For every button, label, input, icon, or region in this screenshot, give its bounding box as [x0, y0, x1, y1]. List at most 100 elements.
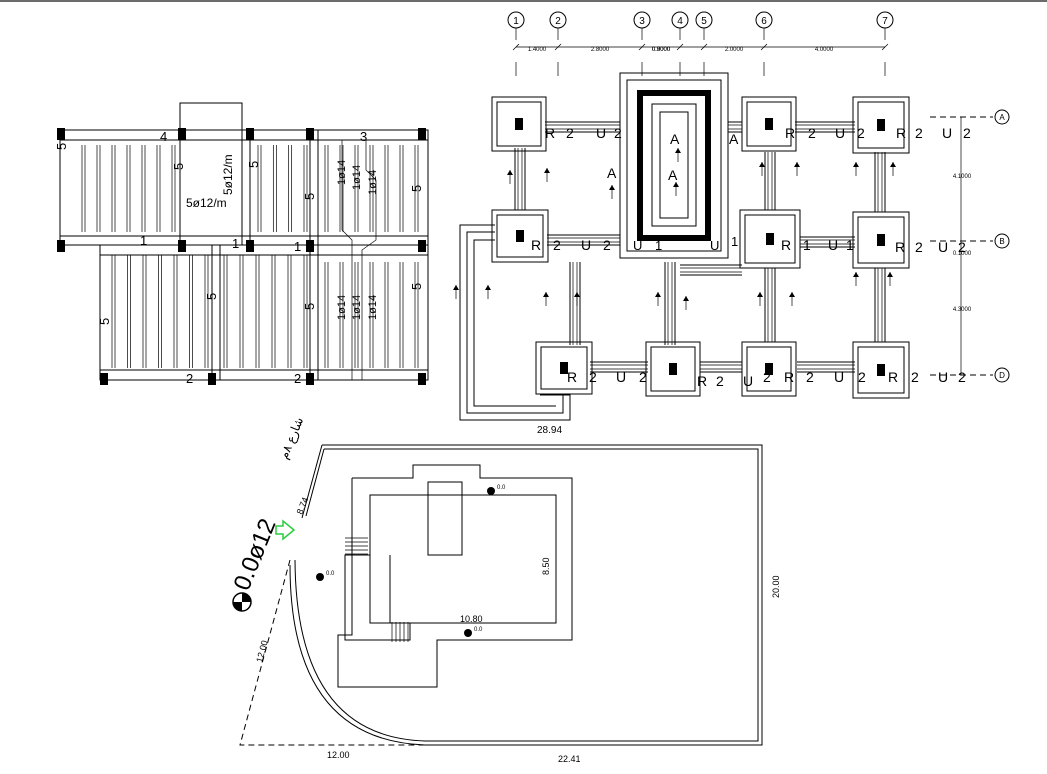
- slab-label-1-mid: 1: [232, 236, 239, 251]
- elevation-label: 0.0ø12: [229, 515, 282, 594]
- arrow-head-icon: [890, 162, 896, 167]
- dim-top-label: 0.9000: [652, 47, 671, 53]
- footing-label: 2: [915, 239, 923, 255]
- footing: [491, 96, 547, 152]
- footing: [852, 341, 910, 399]
- dim-left-diag: 12.00: [254, 639, 269, 663]
- footing-label: U: [835, 125, 845, 141]
- footing-label: 1: [655, 238, 662, 253]
- footing: [491, 209, 549, 263]
- slab-label-5-far-right: 5: [409, 283, 424, 290]
- footing-label: R: [888, 369, 898, 385]
- level-marker-2: 0.0: [316, 571, 335, 581]
- slab-label-2-left: 2: [186, 371, 193, 386]
- footing-inner: [746, 101, 792, 147]
- bar-label-vertical: 5ø12/m: [221, 154, 235, 195]
- column-stub: [766, 233, 774, 245]
- footing-label: U: [743, 373, 753, 389]
- footing-inner: [496, 101, 542, 147]
- footing-label: R: [784, 369, 794, 385]
- dim-top-label: 2.0000: [725, 47, 744, 53]
- arrow-head-icon: [683, 296, 689, 301]
- arrow-head-icon: [543, 292, 549, 297]
- dim-house-width: 10.80: [460, 614, 483, 624]
- bar-label-horizontal: 5ø12/m: [186, 196, 227, 210]
- arrow-head-icon: [853, 272, 859, 277]
- footing-inner: [857, 346, 905, 394]
- footing-label: 1: [803, 237, 811, 253]
- arrow-head-icon: [759, 162, 765, 167]
- footing-label: A: [668, 167, 678, 183]
- rebar-label-c: 1ø14: [367, 170, 379, 195]
- footing-inner: [540, 346, 588, 390]
- dim-right-label: 4.3000: [953, 307, 972, 313]
- column-stub: [669, 363, 677, 375]
- footing-inner: [746, 346, 792, 392]
- column-stub: [515, 118, 523, 130]
- bottom-dim-label: 28.94: [537, 425, 562, 436]
- dim-right-label: 4.1000: [953, 174, 972, 180]
- svg-text:0.0: 0.0: [497, 485, 506, 491]
- footing-label: R: [785, 125, 795, 141]
- footing: [645, 341, 701, 397]
- dim-house-depth: 8.50: [541, 557, 551, 575]
- entrance-arrow-icon: [275, 519, 296, 541]
- dim-top-label: 1.4000: [528, 47, 547, 53]
- slab-label-1-left: 1: [140, 233, 147, 248]
- slab-label-5-lower-left: 5: [97, 318, 112, 325]
- grid-row-label: B: [999, 237, 1004, 246]
- footing: [739, 209, 801, 269]
- grid-row-label: A: [999, 113, 1005, 122]
- dim-top-label: 0.8000: [652, 47, 671, 53]
- footing-label: 2: [806, 369, 814, 385]
- footing-inner: [650, 346, 696, 392]
- footing-label: 2: [858, 369, 866, 385]
- dim-top-label: 4.0000: [815, 47, 834, 53]
- footing-inner: [857, 216, 905, 264]
- footing-label: U: [938, 369, 948, 385]
- dim-right: 20.00: [771, 575, 781, 598]
- rebar-label-e: 1ø14: [351, 295, 363, 320]
- footing-label: 2: [614, 125, 622, 141]
- column-stub: [877, 119, 885, 131]
- footing-label: U: [581, 237, 591, 253]
- grid-bubble-row: [994, 367, 1010, 383]
- footing-label: 2: [911, 369, 919, 385]
- rebar-label-b: 1ø14: [351, 165, 363, 190]
- footing-label: 1: [731, 234, 738, 249]
- footing-label: 1: [846, 237, 854, 253]
- footing-label: R: [697, 373, 707, 389]
- arrow-head-icon: [507, 170, 513, 175]
- footing: [535, 341, 593, 395]
- grid-col-label: 6: [761, 16, 767, 27]
- grid-col-label: 1: [513, 16, 519, 27]
- column-stub: [765, 363, 773, 375]
- dim-bottom-left: 12.00: [327, 750, 350, 760]
- footing-label: R: [545, 125, 555, 141]
- svg-text:0.0: 0.0: [326, 571, 335, 577]
- elevation-marker-icon: [232, 592, 252, 612]
- level-marker-1: 0.0: [487, 485, 506, 495]
- footing-label: U: [710, 238, 719, 253]
- arrow-head-icon: [757, 292, 763, 297]
- footing-label: 2: [808, 125, 816, 141]
- slab-label-5-right-top: 5: [409, 185, 424, 192]
- grid-bubble-row: [994, 109, 1010, 125]
- footing-label: U: [596, 125, 606, 141]
- arrow-head-icon: [887, 272, 893, 277]
- footing-label: U: [938, 239, 948, 255]
- arrow-head-icon: [673, 182, 679, 187]
- slab-label-3: 3: [360, 129, 367, 144]
- footing-label: A: [607, 165, 617, 181]
- arrow-head-icon: [574, 292, 580, 297]
- column-stub: [765, 118, 773, 130]
- rebar-label-f: 1ø14: [367, 295, 379, 320]
- footing: [741, 96, 797, 152]
- column-stub: [877, 234, 885, 246]
- arrow-head-icon: [655, 292, 661, 297]
- footing-label: U: [828, 237, 838, 253]
- footing-label: A: [670, 131, 680, 147]
- footing-label: 2: [857, 125, 865, 141]
- dim-right-label: 0.1000: [953, 251, 972, 257]
